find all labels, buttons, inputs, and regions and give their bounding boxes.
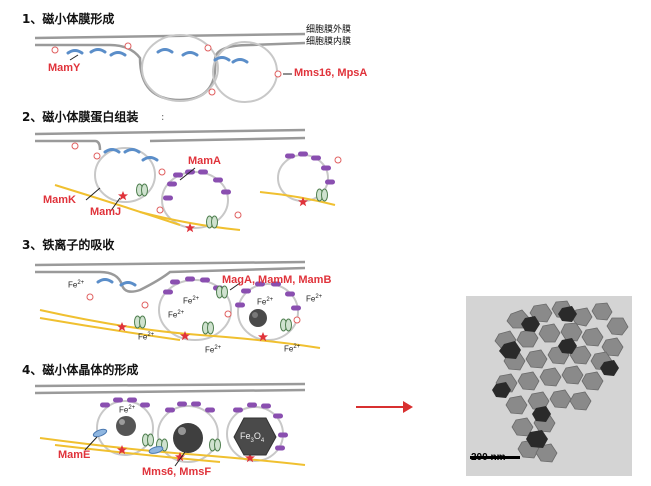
label-mame: MamE	[58, 449, 90, 461]
fe-ion-label: Fe2+	[68, 280, 84, 290]
fe-ion-label: Fe2+	[138, 332, 154, 342]
scale-bar-label: 200 nm	[471, 452, 505, 463]
section2-drawing	[35, 130, 341, 232]
nanoparticle-image	[466, 296, 632, 476]
label-mms6-mmsf: Mms6, MmsF	[142, 466, 211, 478]
label-mms16: Mms16, MpsA	[294, 67, 367, 79]
label-mama: MamA	[188, 155, 221, 167]
fe-ion-label: Fe2+	[183, 296, 199, 306]
label-maga-mamm-mamb: MagA, MamM, MamB	[222, 274, 331, 286]
fe-ion-label: Fe2+	[257, 297, 273, 307]
fe-ion-label: Fe2+	[168, 310, 184, 320]
label-mamj: MamJ	[90, 206, 121, 218]
right-arrow-icon	[356, 401, 413, 413]
label-mamk: MamK	[43, 194, 76, 206]
fe-ion-label: Fe2+	[284, 344, 300, 354]
fe-ion-label: Fe2+	[205, 345, 221, 355]
tem-micrograph	[466, 296, 632, 476]
label-mamy: MamY	[48, 62, 80, 74]
fe-ion-label: Fe2+	[306, 294, 322, 304]
fe3o4-label: Fe3O4	[240, 431, 264, 444]
fe-ion-label: Fe2+	[119, 405, 135, 415]
